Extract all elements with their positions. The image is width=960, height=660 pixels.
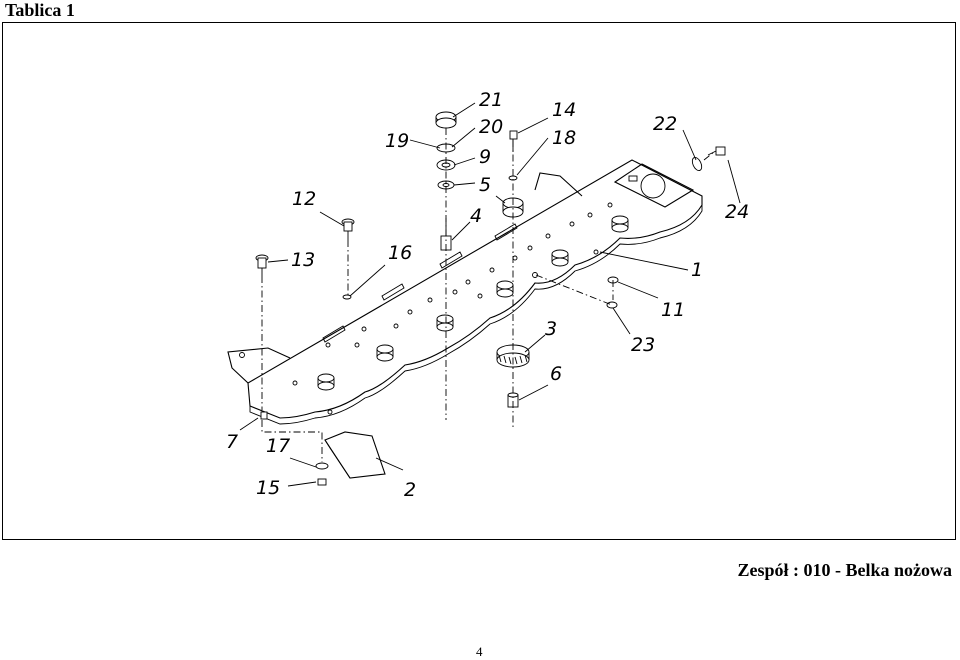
assembly-caption: Zespół : 010 - Belka nożowa: [737, 560, 952, 580]
plate-holes: [292, 202, 613, 415]
label-18: 18: [552, 127, 576, 149]
label-21: 21: [479, 89, 503, 111]
label-16: 16: [388, 242, 412, 264]
label-23: 23: [631, 334, 655, 356]
label-19: 19: [385, 130, 409, 152]
label-3: 3: [545, 318, 557, 340]
label-14: 14: [552, 99, 576, 121]
label-4: 4: [470, 205, 482, 227]
label-24: 24: [725, 201, 749, 223]
label-20: 20: [479, 116, 503, 138]
label-2: 2: [404, 479, 416, 501]
label-5: 5: [479, 174, 491, 196]
label-17: 17: [266, 435, 290, 457]
label-11: 11: [661, 299, 685, 321]
label-15: 15: [256, 477, 280, 499]
bosses: [317, 215, 629, 391]
axis-lines: [261, 128, 715, 462]
label-12: 12: [292, 188, 316, 210]
label-6: 6: [550, 363, 562, 385]
page-title: Tablica 1: [5, 0, 75, 20]
label-9: 9: [479, 146, 491, 168]
label-22: 22: [653, 113, 677, 135]
diagram-frame: [2, 22, 956, 540]
page-number: 4: [476, 644, 483, 659]
leader-lines: [239, 102, 741, 487]
left-parts: [255, 218, 386, 486]
part-labels: 21 20 19 9 5 14 18 22 24 12 13 16 4 1 11…: [226, 89, 749, 501]
label-13: 13: [291, 249, 315, 271]
label-1: 1: [691, 259, 703, 281]
cutter-bar-plate: [227, 159, 703, 425]
label-7: 7: [226, 431, 238, 453]
